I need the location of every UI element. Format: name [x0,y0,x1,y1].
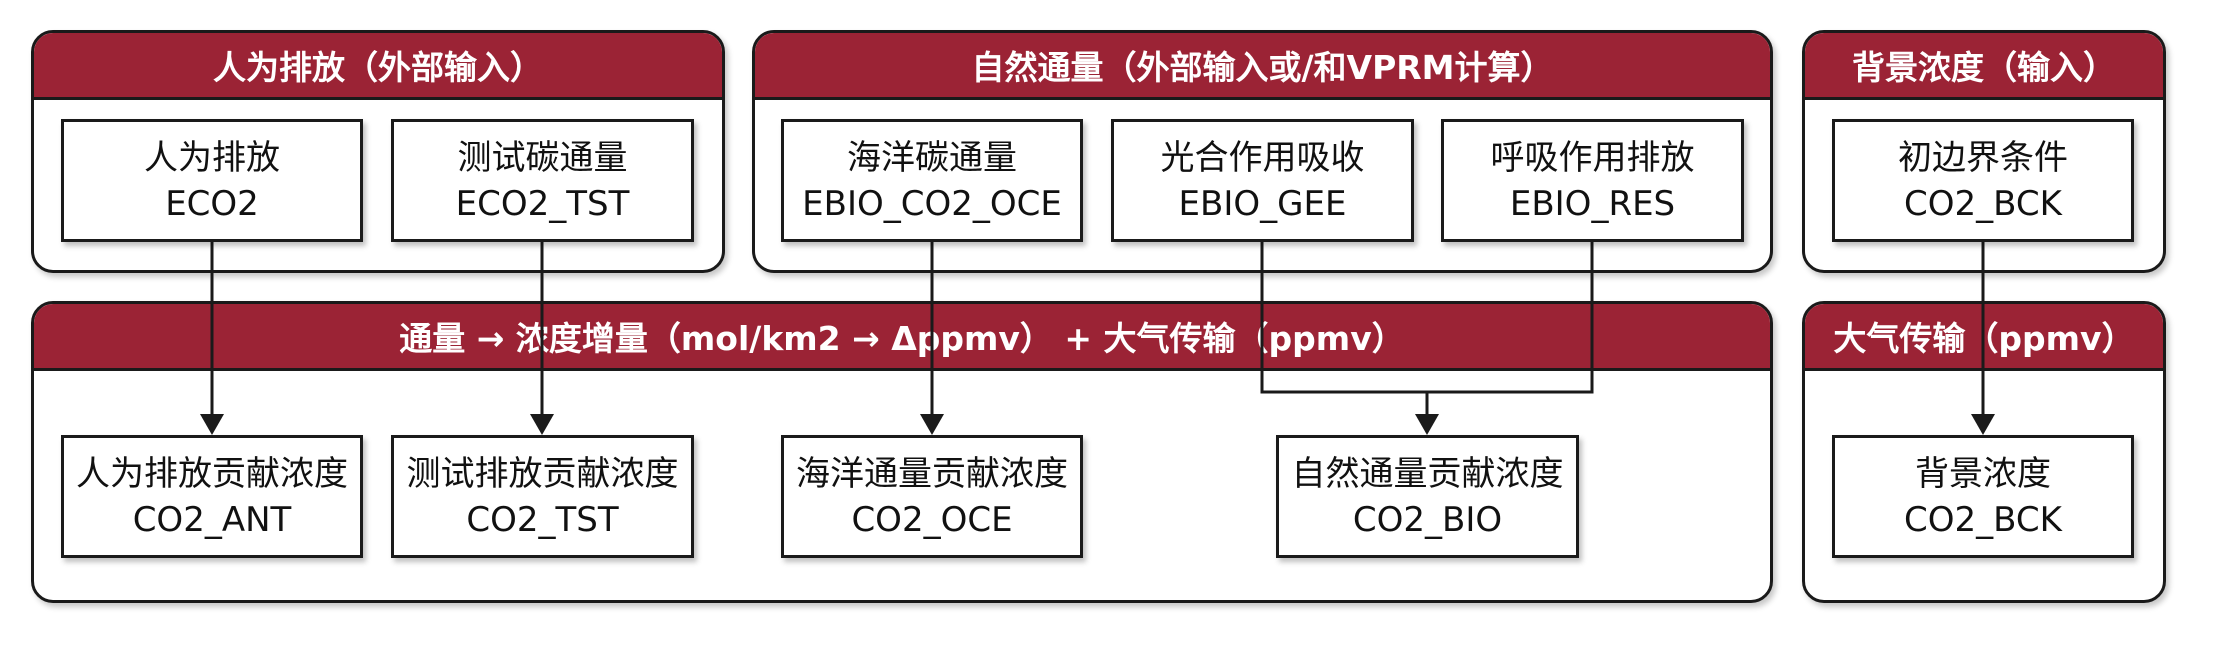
group-anthropogenic-title: 人为排放（外部输入） [34,33,722,100]
node-variable: CO2_ANT [132,499,292,540]
output-node-co2-bio: 自然通量贡献浓度 CO2_BIO [1276,435,1579,558]
node-variable: CO2_BCK [1904,499,2062,540]
input-node-ebio-oce: 海洋碳通量 EBIO_CO2_OCE [781,119,1083,242]
node-variable: ECO2_TST [455,183,630,224]
group-natural-flux-title: 自然通量（外部输入或/和VPRM计算） [755,33,1770,100]
output-node-co2-ant: 人为排放贡献浓度 CO2_ANT [61,435,363,558]
node-variable: EBIO_GEE [1178,183,1347,224]
group-background-title: 背景浓度（输入） [1805,33,2163,100]
output-node-co2-bck: 背景浓度 CO2_BCK [1832,435,2134,558]
node-label: 背景浓度 [1915,453,2051,494]
output-node-co2-tst: 测试排放贡献浓度 CO2_TST [391,435,694,558]
input-node-co2-bck-init: 初边界条件 CO2_BCK [1832,119,2134,242]
node-label: 海洋通量贡献浓度 [796,453,1068,494]
node-label: 呼吸作用排放 [1490,137,1695,178]
node-label: 初边界条件 [1898,137,2068,178]
node-label: 光合作用吸收 [1160,137,1365,178]
group-transport-title: 大气传输（ppmv） [1805,304,2163,371]
group-conversion-title: 通量 → 浓度增量（mol/km2 → Δppmv） + 大气传输（ppmv） [34,304,1770,371]
input-node-eco2: 人为排放 ECO2 [61,119,363,242]
input-node-eco2-tst: 测试碳通量 ECO2_TST [391,119,694,242]
output-node-co2-oce: 海洋通量贡献浓度 CO2_OCE [781,435,1083,558]
input-node-ebio-res: 呼吸作用排放 EBIO_RES [1441,119,1744,242]
node-variable: EBIO_CO2_OCE [802,183,1062,224]
node-variable: EBIO_RES [1509,183,1676,224]
node-label: 测试排放贡献浓度 [406,453,679,494]
node-variable: CO2_OCE [851,499,1013,540]
node-variable: CO2_BCK [1904,183,2062,224]
node-variable: CO2_BIO [1352,499,1503,540]
node-variable: CO2_TST [466,499,619,540]
node-label: 人为排放贡献浓度 [76,453,348,494]
node-label: 海洋碳通量 [847,137,1017,178]
input-node-ebio-gee: 光合作用吸收 EBIO_GEE [1111,119,1414,242]
node-label: 测试碳通量 [457,137,628,178]
node-label: 自然通量贡献浓度 [1291,453,1564,494]
node-label: 人为排放 [144,137,280,178]
node-variable: ECO2 [165,183,259,224]
